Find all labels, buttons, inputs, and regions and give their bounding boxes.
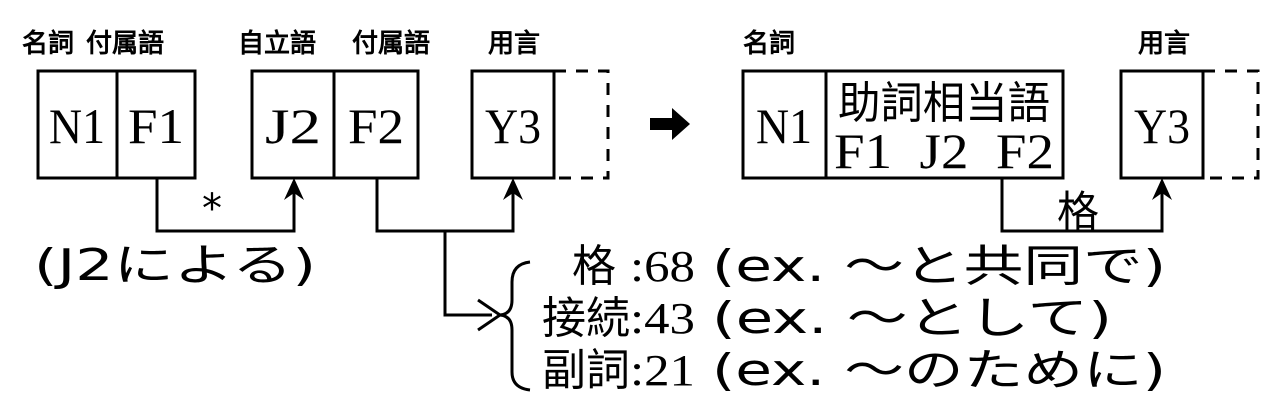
arrowhead-icon: [1152, 178, 1172, 200]
compound-parts: F1 J2 F2: [834, 123, 1054, 179]
right-label-noun: 名詞: [743, 28, 795, 59]
relation-name: 接続: [542, 293, 630, 344]
right-dashed-continuation-box: [1203, 69, 1260, 180]
relation-name: 副詞: [542, 345, 630, 396]
right-box-n1-label: N1: [756, 98, 812, 154]
relation-count: :68: [630, 242, 695, 291]
edge-label-case: 格: [1057, 187, 1099, 236]
label-pred: 用言: [488, 29, 540, 59]
connector-compound-y3: [1000, 178, 1172, 233]
label-noun: 名詞: [22, 28, 74, 59]
relation-item: 副詞 :21 (ex. ～のために): [542, 345, 1166, 396]
label-func2: 付属語: [352, 28, 430, 59]
box-j2-label: J2: [265, 98, 321, 154]
box-y3-label: Y3: [485, 98, 541, 154]
relation-name: 格: [572, 241, 616, 292]
relation-example: (ex. ～と共同で): [712, 241, 1166, 292]
relation-example: (ex. ～として): [712, 293, 1112, 344]
box-n1-label: N1: [49, 98, 105, 154]
relation-item: 格 :68 (ex. ～と共同で): [572, 241, 1166, 292]
box-f1-label: F1: [128, 98, 184, 154]
relation-count: :21: [630, 346, 695, 395]
connector-to-brace: [443, 231, 503, 332]
label-func1: 付属語: [86, 28, 164, 59]
box-f2-label: F2: [348, 98, 404, 154]
arrowhead-icon: [284, 178, 304, 200]
compound-title: 助詞相当語: [838, 78, 1050, 129]
connector-f2-y3: [375, 178, 523, 233]
dashed-continuation-box: [554, 69, 610, 180]
relation-example: (ex. ～のために): [712, 345, 1166, 396]
box-n1-f1: [36, 69, 197, 180]
arrowhead-icon: [503, 178, 523, 200]
connector-f1-j2: [155, 178, 304, 233]
right-arrow-icon: [650, 108, 690, 140]
relation-list: 格 :68 (ex. ～と共同で) 接続 :43 (ex. ～として) 副詞 :…: [542, 241, 1166, 396]
label-indep: 自立語: [238, 28, 316, 59]
relation-count: :43: [630, 294, 695, 343]
box-n1-compound: [741, 69, 1065, 180]
right-label-pred: 用言: [1138, 29, 1190, 59]
right-box-y3-label: Y3: [1134, 98, 1190, 154]
by-j2-note: (J2による): [34, 240, 316, 291]
relation-item: 接続 :43 (ex. ～として): [542, 293, 1112, 344]
curly-brace: [499, 260, 531, 392]
box-j2-f2: [250, 69, 420, 180]
star-marker: *: [202, 186, 222, 232]
